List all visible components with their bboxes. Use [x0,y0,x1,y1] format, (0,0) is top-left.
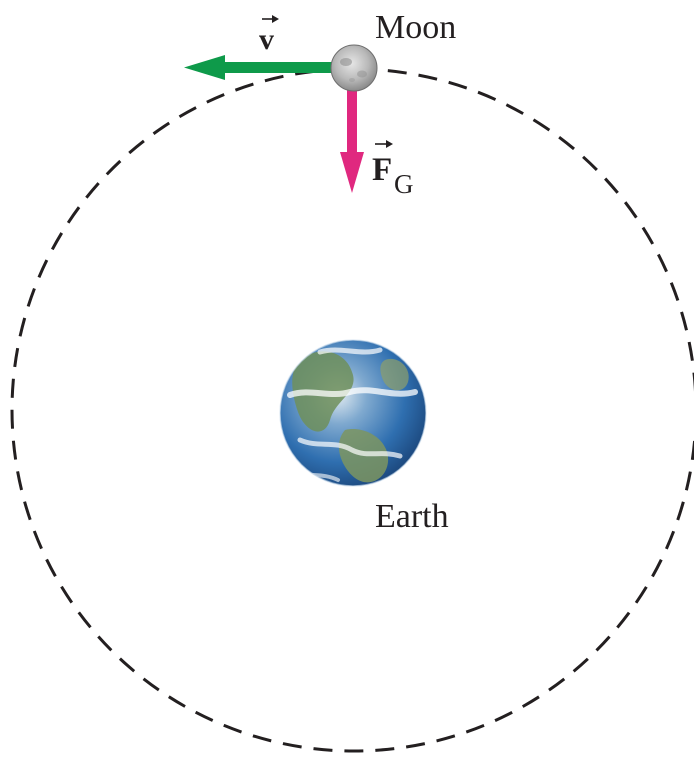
earth-label: Earth [375,498,449,535]
velocity-label: v [259,15,279,56]
force-arrow [340,85,364,193]
force-label: F G [372,140,414,199]
vector-arrow-icon [262,15,279,23]
earth-icon [279,339,427,487]
velocity-arrow [184,55,332,80]
force-subscript: G [394,169,414,199]
vector-arrow-icon [375,140,393,148]
velocity-symbol: v [259,23,274,56]
moon-icon [330,44,378,92]
force-symbol: F [372,152,392,188]
orbit-path [10,67,694,753]
moon-label: Moon [375,9,456,46]
